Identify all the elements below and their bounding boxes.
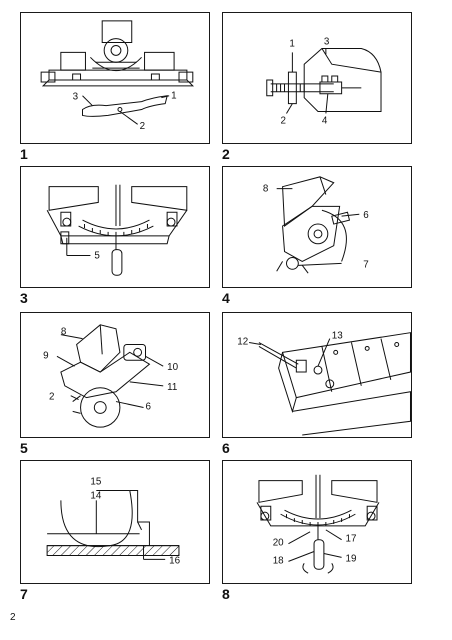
figure-2-panel: 1 3 2 4 bbox=[222, 12, 412, 144]
figure-5-panel: 8 9 10 11 2 6 bbox=[20, 312, 210, 438]
figure-1-panel: 3 1 2 bbox=[20, 12, 210, 144]
figure-6-illustration: 12 13 bbox=[237, 331, 411, 437]
figure-7-illustration: 15 14 16 bbox=[21, 477, 181, 566]
fig5-callout-11: 11 bbox=[167, 382, 177, 393]
figure-8-panel: 20 17 18 19 bbox=[222, 460, 412, 584]
fig8-callout-18: 18 bbox=[273, 555, 284, 566]
figure-3-label: 3 bbox=[20, 290, 28, 306]
figure-5-illustration: 8 9 10 11 2 6 bbox=[43, 313, 179, 437]
fig4-callout-8: 8 bbox=[263, 184, 269, 195]
fig4-callout-6: 6 bbox=[363, 210, 369, 221]
figure-8-illustration: 20 17 18 19 bbox=[223, 461, 411, 583]
fig5-callout-2: 2 bbox=[49, 392, 54, 403]
fig3-callout-5: 5 bbox=[94, 250, 100, 261]
fig8-callout-20: 20 bbox=[273, 538, 284, 549]
fig1-callout-3: 3 bbox=[73, 92, 79, 103]
figure-4-illustration: 8 6 7 bbox=[263, 167, 369, 287]
fig5-callout-8: 8 bbox=[61, 327, 67, 338]
fig4-callout-7: 7 bbox=[363, 259, 368, 270]
figure-8-label: 8 bbox=[222, 586, 230, 602]
fig7-callout-16: 16 bbox=[169, 555, 180, 566]
figure-7-panel: 15 14 16 bbox=[20, 460, 210, 584]
fig2-callout-3: 3 bbox=[324, 37, 330, 48]
figure-5-label: 5 bbox=[20, 440, 28, 456]
figure-1-illustration: 3 1 2 bbox=[21, 13, 209, 132]
fig5-callout-10: 10 bbox=[167, 362, 178, 373]
fig8-callout-17: 17 bbox=[346, 534, 357, 545]
fig2-callout-2: 2 bbox=[281, 115, 286, 126]
fig6-callout-12: 12 bbox=[237, 336, 248, 347]
figure-4-label: 4 bbox=[222, 290, 230, 306]
figure-2-label: 2 bbox=[222, 146, 230, 162]
fig5-callout-6: 6 bbox=[146, 401, 152, 412]
figure-3-illustration: 5 bbox=[21, 167, 209, 287]
fig2-callout-1: 1 bbox=[289, 38, 294, 49]
fig1-callout-2: 2 bbox=[140, 121, 145, 132]
fig1-callout-1: 1 bbox=[171, 91, 176, 102]
fig7-callout-14: 14 bbox=[90, 490, 101, 501]
fig2-callout-4: 4 bbox=[322, 115, 328, 126]
figure-1-label: 1 bbox=[20, 146, 28, 162]
figure-7-label: 7 bbox=[20, 586, 28, 602]
fig7-callout-15: 15 bbox=[90, 477, 101, 488]
fig8-callout-19: 19 bbox=[346, 553, 357, 564]
fig6-callout-13: 13 bbox=[332, 331, 343, 342]
figure-2-illustration: 1 3 2 4 bbox=[223, 37, 411, 126]
page-number: 2 bbox=[10, 612, 16, 623]
figure-6-panel: 12 13 bbox=[222, 312, 412, 438]
figure-6-label: 6 bbox=[222, 440, 230, 456]
figure-3-panel: 5 bbox=[20, 166, 210, 288]
figure-4-panel: 8 6 7 bbox=[222, 166, 412, 288]
fig5-callout-9: 9 bbox=[43, 350, 48, 361]
